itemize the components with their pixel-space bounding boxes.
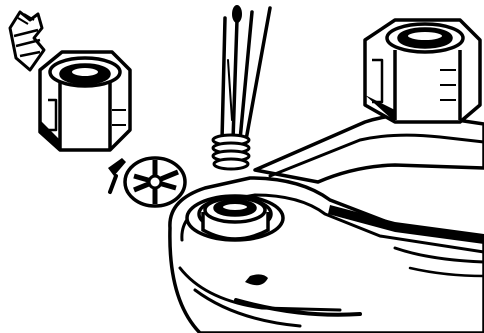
washer-icon (125, 158, 185, 206)
faucet-handle-nut-icon (365, 20, 480, 122)
spring-icon (213, 135, 249, 169)
valve-seat-icon (187, 196, 283, 240)
faucet-handle-cap-icon (40, 52, 130, 150)
